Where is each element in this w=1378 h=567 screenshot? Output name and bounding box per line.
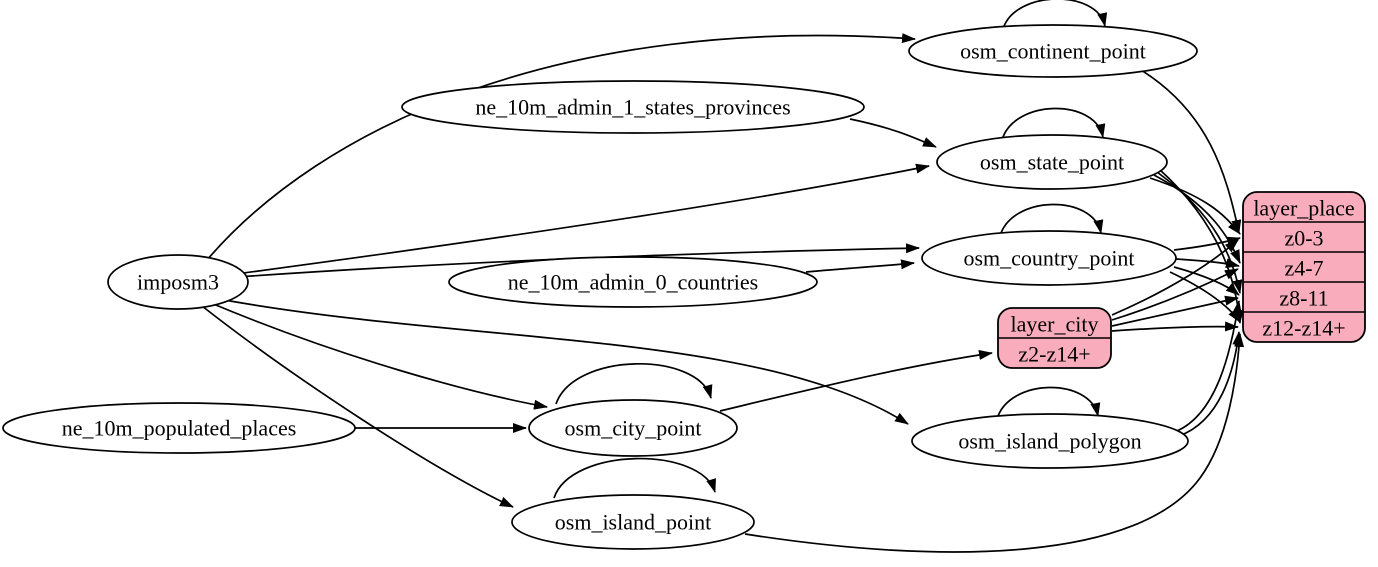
edge-osm_state_point-layer_place-z8-11 [1156, 171, 1243, 294]
node-osm_continent_point: osm_continent_point [908, 24, 1198, 78]
node-label-osm_continent_point: osm_continent_point [960, 39, 1146, 64]
edge-imposm3-osm_city_point [210, 302, 548, 410]
node-shape-osm_island_point [511, 494, 755, 550]
node-shape-osm_state_point [936, 134, 1168, 190]
record-row-layer_place-3: z8-11 [1279, 286, 1328, 311]
edge-ne_10m_admin_0_countries-osm_country_point [805, 259, 915, 273]
record-layer_place: layer_place z0-3 z4-7 z8-11 z12-z14+ [1242, 191, 1366, 343]
node-shape-ne_10m_populated_places [2, 402, 356, 454]
self-loop-osm_city_point [555, 363, 713, 405]
record-layer_city: layer_city z2-z14+ [997, 307, 1112, 369]
self-loop-osm_state_point [1001, 107, 1106, 141]
self-loop-osm_continent_point [1002, 0, 1108, 30]
node-shape-osm_island_polygon [911, 413, 1189, 469]
edges [201, 0, 1245, 553]
node-imposm3: imposm3 [107, 254, 249, 310]
self-loop-osm_country_point [999, 203, 1104, 237]
edge-osm_country_point-layer_place-z4-7 [1175, 258, 1240, 268]
edge-layer_city-layer_place-z12-z14+ [1111, 321, 1239, 332]
node-label-osm_state_point: osm_state_point [980, 150, 1124, 175]
record-row-layer_place-0: layer_place [1253, 196, 1354, 221]
node-label-osm_island_polygon: osm_island_polygon [958, 429, 1141, 454]
self-loop-osm_island_polygon [996, 386, 1101, 420]
record-row-layer_place-2: z4-7 [1284, 256, 1323, 281]
edge-osm_country_point-layer_place-z0-3 [1173, 236, 1241, 251]
node-shape-ne_10m_admin_0_countries [448, 256, 818, 308]
node-label-osm_city_point: osm_city_point [565, 416, 702, 441]
node-shape-ne_10m_admin_1_states_provinces [401, 80, 865, 134]
edge-layer_city-layer_place-z0-3 [1111, 239, 1239, 316]
node-osm_island_point: osm_island_point [511, 494, 755, 550]
edge-osm_island_polygon-layer_place-z8-11 [1176, 300, 1242, 432]
node-ne_10m_admin_1_states_provinces: ne_10m_admin_1_states_provinces [401, 80, 865, 134]
nodes: imposm3 ne_10m_admin_1_states_provincesne… [2, 24, 1366, 550]
node-osm_city_point: osm_city_point [528, 399, 738, 457]
node-shape-osm_country_point [921, 230, 1177, 286]
edge-osm_country_point-layer_place-z12-z14+ [1169, 271, 1241, 323]
edge-layer_city-layer_place-z4-7 [1111, 268, 1239, 321]
self-loop-osm_island_point [553, 457, 716, 499]
node-label-ne_10m_populated_places: ne_10m_populated_places [62, 416, 297, 441]
node-osm_country_point: osm_country_point [921, 230, 1177, 286]
record-shape-layer_place [1242, 191, 1366, 343]
edge-layer_city-layer_place-z8-11 [1111, 295, 1239, 327]
record-row-layer_city-0: layer_city [1011, 312, 1099, 337]
edge-imposm3-osm_island_point [201, 305, 514, 508]
node-label-imposm3: imposm3 [137, 270, 219, 295]
node-label-ne_10m_admin_0_countries: ne_10m_admin_0_countries [508, 270, 759, 295]
edge-osm_continent_point-layer_place-z0-3 [1140, 69, 1242, 234]
record-row-layer_place-1: z0-3 [1284, 226, 1323, 251]
edge-ne_10m_admin_1_states_provinces-osm_state_point [849, 118, 937, 148]
edge-osm_state_point-layer_place-z0-3 [1149, 177, 1241, 235]
node-ne_10m_admin_0_countries: ne_10m_admin_0_countries [448, 256, 818, 308]
node-label-osm_island_point: osm_island_point [555, 510, 711, 535]
node-label-ne_10m_admin_1_states_provinces: ne_10m_admin_1_states_provinces [475, 95, 790, 120]
node-osm_island_polygon: osm_island_polygon [911, 413, 1189, 469]
edge-osm_country_point-layer_place-z8-11 [1173, 266, 1240, 296]
edge-imposm3-osm_island_polygon [218, 298, 909, 425]
edge-osm_state_point-layer_place-z4-7 [1153, 174, 1241, 264]
record-row-layer_city-1: z2-z14+ [1018, 342, 1090, 367]
edge-imposm3-osm_continent_point [206, 33, 916, 261]
edge-osm_city_point-layer_city-z2-z14+ [719, 349, 993, 412]
edge-imposm3-osm_state_point [235, 163, 930, 275]
edge-osm_island_point-layer_place-z12-z14+ [744, 333, 1245, 553]
node-osm_state_point: osm_state_point [936, 134, 1168, 190]
node-shape-imposm3 [107, 254, 249, 310]
node-shape-osm_city_point [528, 399, 738, 457]
node-label-osm_country_point: osm_country_point [963, 246, 1134, 271]
node-shape-osm_continent_point [908, 24, 1198, 78]
record-row-layer_place-4: z12-z14+ [1262, 316, 1345, 341]
node-ne_10m_populated_places: ne_10m_populated_places [2, 402, 356, 454]
